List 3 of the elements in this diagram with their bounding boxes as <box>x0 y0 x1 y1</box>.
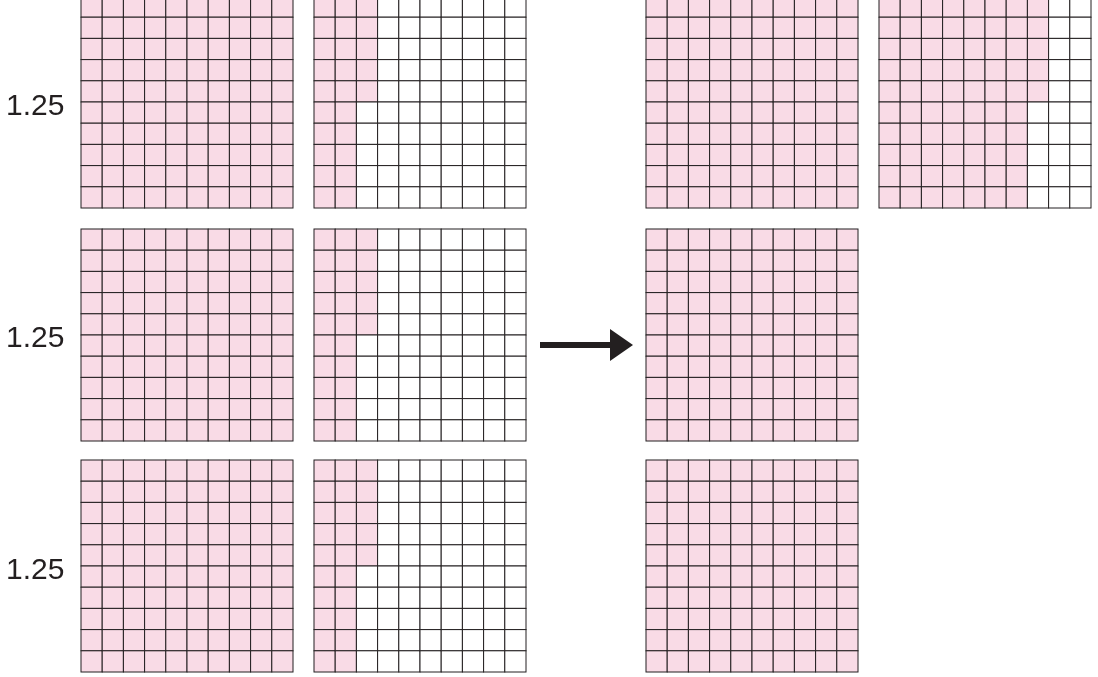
number-label: 1.25 <box>6 552 65 586</box>
number-label: 1.25 <box>6 88 65 122</box>
number-label: 1.25 <box>6 320 65 354</box>
